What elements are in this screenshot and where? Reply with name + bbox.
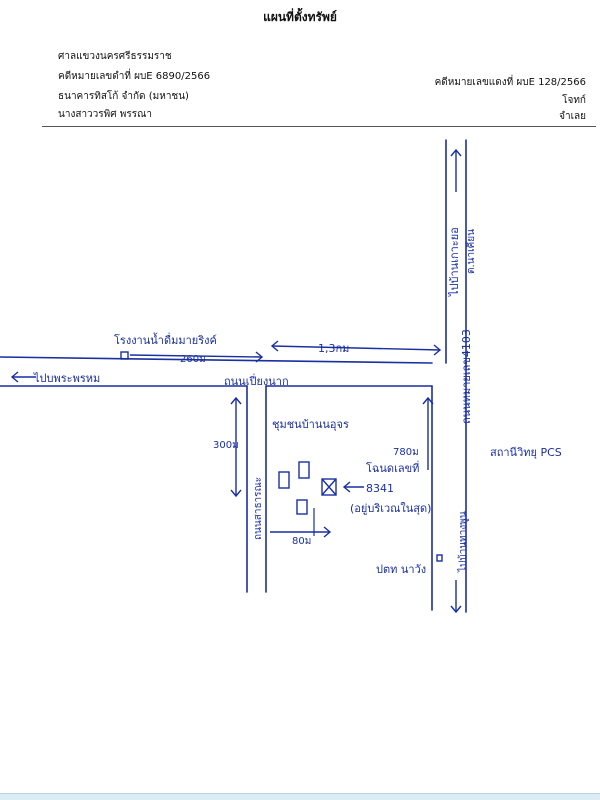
document-title: แผนที่ตั้งทรัพย์ [263, 10, 337, 24]
property-plot-cross [321, 478, 337, 496]
label-dist-260: 260ม [180, 354, 206, 365]
label-deed-note: (อยู่บริเวณในสุด) [350, 502, 431, 515]
label-to-phaphrom: ไปบพระพรหม [33, 372, 100, 385]
label-to-top-sub: ต.นาเคียน [465, 229, 477, 274]
dist-300-arrow-top-head [230, 396, 242, 405]
dist-80-arrow-head [323, 526, 332, 538]
arrows [10, 148, 462, 614]
label-main-road: ถนนเปี่ยงนาก [224, 373, 289, 388]
label-deed-number: 8341 [366, 482, 394, 495]
to-bottom-arrow-head [450, 605, 462, 614]
to-phaphrom-arrow-head [10, 371, 19, 383]
viewer-bottom-strip [0, 793, 600, 800]
dist-260-arrow-head [255, 351, 264, 363]
header-divider [42, 126, 596, 127]
plaintiff-name: ธนาคารทิสโก้ จำกัด (มหาชน) [58, 91, 189, 102]
label-dist-80: 80ม [292, 536, 311, 547]
defendant-role: จำเลย [559, 111, 586, 122]
factory-marker [120, 351, 129, 360]
building-1 [278, 471, 290, 489]
plaintiff-role: โจทก์ [562, 95, 586, 106]
buildings [120, 351, 443, 562]
building-3 [296, 499, 308, 515]
map-labels: โรงงานน้ำดื่มมายริงค์ 260ม 1,3กม ไปบพระพ… [33, 227, 562, 576]
pump-marker [436, 554, 443, 562]
defendant-name: นางสาววรพิศ พรรณา [58, 109, 152, 120]
label-pcs: สถานีวิทยุ PCS [490, 446, 562, 459]
dist-13km-arrow [271, 345, 441, 351]
deed-pointer-arrow-head [342, 481, 351, 493]
dist-260-arrow [129, 354, 263, 358]
dist-13km-arrow-right-head [433, 344, 442, 356]
label-village: ชุมชนบ้านนอุจร [272, 418, 349, 431]
dist-13km-arrow-left-head [270, 340, 279, 352]
label-factory: โรงงานน้ำดื่มมายริงค์ [114, 332, 217, 347]
label-deed: โฉนดเลขที่ [366, 460, 419, 475]
black-case-number: คดีหมายเลขดำที่ ผบE 6890/2566 [58, 71, 211, 82]
dist-300-arrow-bottom-head [230, 489, 242, 498]
roads [0, 139, 467, 613]
main-road-top-edge [0, 356, 433, 364]
label-dist-780: 780ม [393, 447, 419, 458]
red-case-number: คดีหมายเลขแดงที่ ผบE 128/2566 [434, 77, 586, 88]
building-2 [298, 461, 310, 479]
label-pump: ปตท นาวัง [376, 563, 426, 576]
dist-780-arrow-head [422, 396, 434, 405]
label-side-road: ถนนสาธารณะ [253, 477, 264, 540]
property-plot [321, 478, 337, 496]
court-name: ศาลแขวงนครศรีธรรมราช [58, 51, 172, 62]
label-dist-13km: 1,3กม [318, 342, 349, 355]
label-to-top: ไปบ้านเกาะยอ [448, 227, 461, 297]
label-dist-300: 300ม [213, 440, 239, 451]
to-top-arrow-head [450, 148, 462, 157]
label-highway: ถนนหมายเลข4103 [460, 329, 473, 424]
label-to-bottom: ไปบ้านทางพูน [457, 511, 469, 573]
